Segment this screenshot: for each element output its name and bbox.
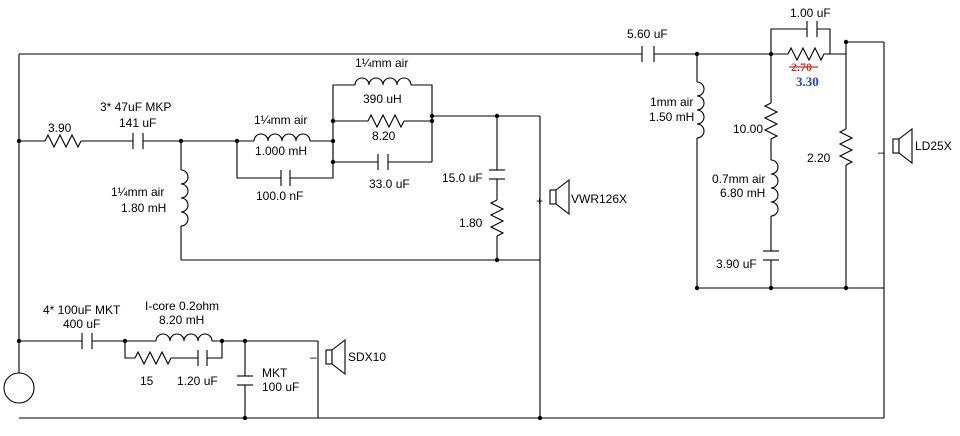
speaker-sdx10 [325, 338, 346, 376]
label-vwr126x: VWR126X [571, 192, 627, 206]
inductor-1-80mh [180, 141, 540, 261]
label-r-8-20: 8.20 [372, 129, 396, 143]
label-c-33: 33.0 uF [369, 177, 410, 191]
label-l-8-20-type: I-core 0.2ohm [145, 299, 219, 313]
label-sdx10: SDX10 [348, 350, 386, 364]
capacitor-1-00uf [770, 21, 831, 54]
label-l-390-type: 1¼mm air [355, 56, 408, 70]
capacitor-100uf [237, 341, 253, 418]
label-sdx-minus: – [310, 350, 317, 364]
label-l-1-000-val: 1.000 mH [255, 144, 307, 158]
top-wire [18, 53, 771, 372]
resistor-10-00 [763, 54, 779, 160]
capacitor-33uf [333, 154, 432, 170]
inductor-6-80mh [770, 159, 779, 251]
inductor-1-000mh [237, 133, 333, 142]
capacitor-5-60uf [641, 46, 655, 62]
label-r-2-20: 2.20 [807, 151, 831, 165]
label-c-1-00: 1.00 uF [790, 6, 831, 20]
label-l-390-val: 390 uH [363, 92, 402, 106]
label-ld-minus: – [878, 145, 885, 159]
label-r-10: 10.00 [733, 122, 763, 136]
speaker-ld25x [892, 127, 913, 165]
inductor-1-50mh [696, 54, 705, 288]
label-r-3-90: 3.90 [48, 121, 72, 135]
label-l-1-000-type: 1¼mm air [254, 113, 307, 127]
capacitor-141uf [132, 133, 237, 149]
resistor-2-20 [838, 42, 854, 288]
junction-dots [16, 39, 849, 421]
label-l-1-50-val: 1.50 mH [649, 110, 694, 124]
resistor-3-30 [771, 46, 846, 62]
label-r-new: 3.30 [796, 74, 819, 89]
label-l-1-80-val: 1.80 mH [121, 201, 166, 215]
label-l-6-80-val: 6.80 mH [720, 186, 765, 200]
speaker-vwr126x [549, 178, 570, 216]
label-l-8-20-val: 8.20 mH [159, 313, 204, 327]
label-l-6-80-type: 0.7mm air [712, 172, 765, 186]
inductor-390uh [332, 77, 433, 162]
resistor-8-20 [333, 113, 432, 129]
label-ld25x: LD25X [915, 139, 952, 153]
resistor-1-80 [489, 199, 505, 260]
resistor-15 [124, 341, 198, 366]
label-c-100: 100 uF [262, 380, 299, 394]
label-vwr-plus: + [536, 194, 543, 208]
label-c-mkt-note: 4* 100uF MKT [43, 303, 121, 317]
label-r-1-80: 1.80 [459, 216, 483, 230]
source-terminal [3, 372, 35, 404]
capacitor-15uf [489, 116, 505, 200]
capacitor-1-20uf [197, 341, 223, 366]
label-c-15: 15.0 uF [442, 171, 483, 185]
label-l-1-50-type: 1mm air [650, 95, 693, 109]
label-c-mkp-note: 3* 47uF MKP [100, 100, 171, 114]
label-c-400: 400 uF [63, 317, 100, 331]
resistor-3-90 [19, 133, 133, 149]
label-c-mkt: MKT [262, 366, 288, 380]
label-c-100nf: 100.0 nF [256, 189, 303, 203]
label-c-141: 141 uF [119, 116, 156, 130]
inductor-8-20mh [125, 333, 318, 342]
label-c-5-60: 5.60 uF [627, 27, 668, 41]
label-c-1-20: 1.20 uF [177, 374, 218, 388]
capacitor-400uf [19, 333, 125, 349]
label-l-1-80-type: 1¼mm air [111, 185, 164, 199]
label-c-3-90: 3.90 uF [716, 257, 757, 271]
label-r-15: 15 [140, 374, 154, 388]
capacitor-3-90uf [763, 250, 779, 288]
